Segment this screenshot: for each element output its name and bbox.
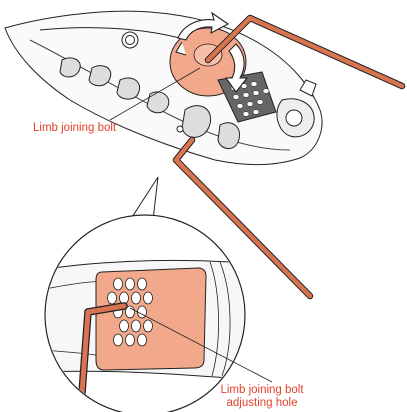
zoom-detail-circle (40, 215, 260, 412)
adjusting-hole-label-line1: Limb joining bolt (220, 384, 303, 397)
adjusting-hole-label-line2: adjusting hole (220, 397, 303, 410)
adjusting-hole-label: Limb joining bolt adjusting hole (220, 384, 303, 410)
limb-joining-bolt-label: Limb joining bolt (33, 122, 116, 135)
limb-pocket (5, 11, 322, 165)
